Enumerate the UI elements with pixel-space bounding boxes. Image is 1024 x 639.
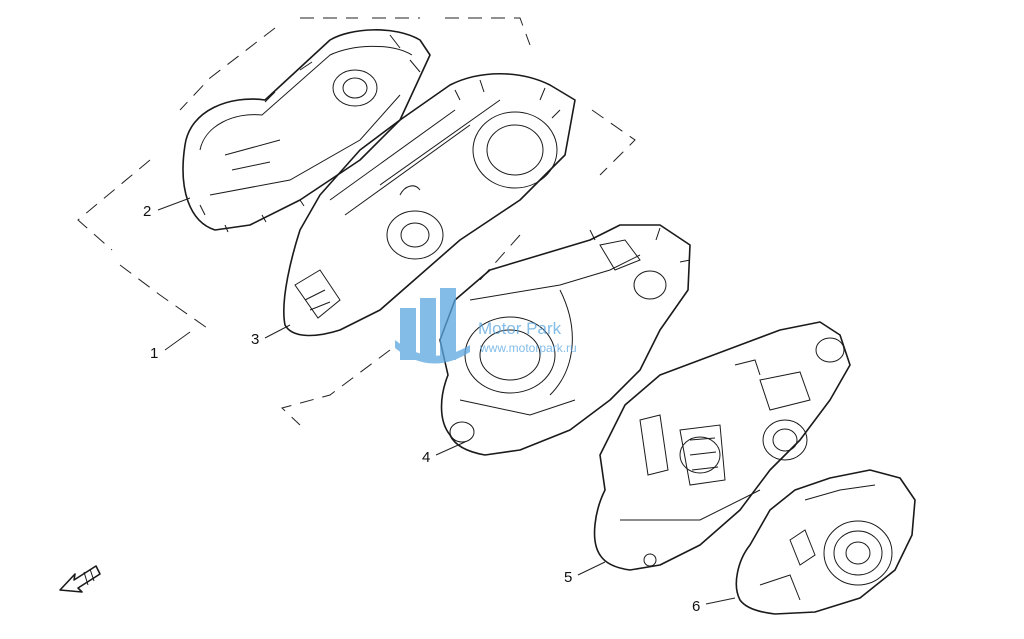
callout-label-6: 6 xyxy=(692,598,700,615)
watermark-logo-icon xyxy=(395,288,470,364)
assembly-boundary-dashed xyxy=(77,17,636,426)
front-direction-arrow-icon xyxy=(59,565,101,593)
part-3-inner-cover xyxy=(283,73,576,337)
watermark-url: www.motorpark.ru xyxy=(479,341,577,355)
leader-lines xyxy=(157,197,736,605)
part-4-crankcase-half xyxy=(439,224,691,456)
watermark: Motor Park www.motorpark.ru xyxy=(395,288,577,364)
part-2-outer-cover xyxy=(182,29,431,233)
part-6-side-cover xyxy=(735,469,916,615)
callout-label-4: 4 xyxy=(422,449,430,466)
callout-label-5: 5 xyxy=(564,569,572,586)
callout-label-3: 3 xyxy=(251,331,259,348)
watermark-title: Motor Park xyxy=(478,319,562,338)
part-5-crankcase-gearset xyxy=(593,321,851,571)
callout-label-1: 1 xyxy=(150,345,158,362)
callout-label-2: 2 xyxy=(143,203,151,220)
